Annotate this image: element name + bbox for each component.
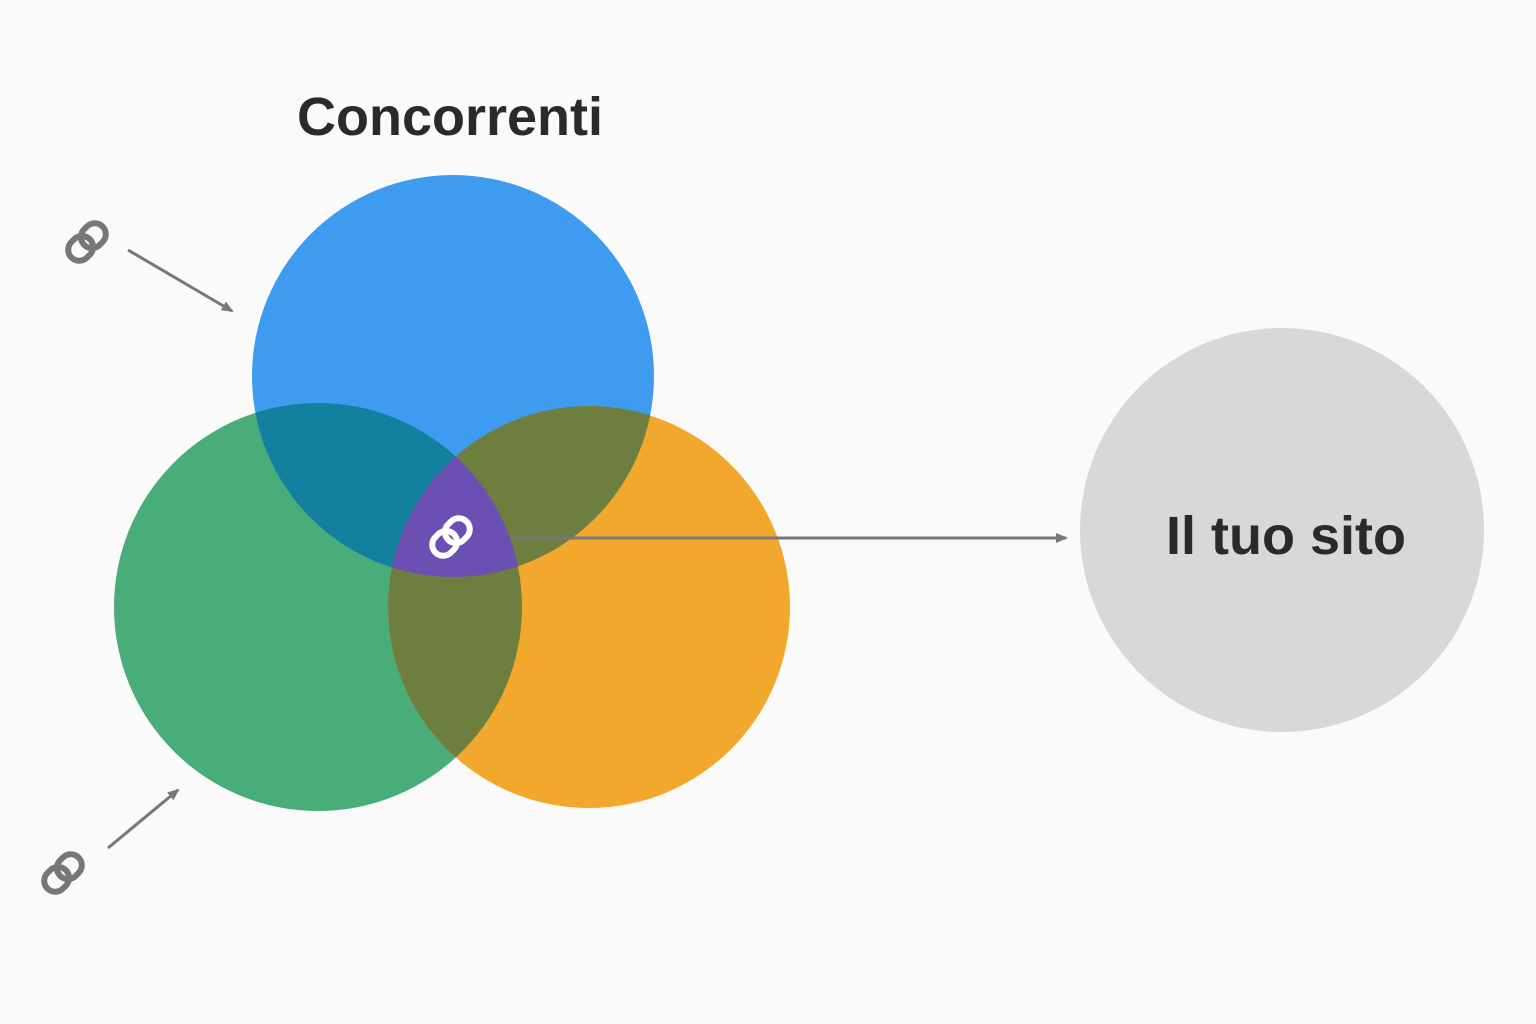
target-site-circle bbox=[1080, 328, 1484, 732]
link-icon bbox=[64, 219, 111, 266]
top-link-arrow bbox=[127, 248, 234, 313]
link-icon bbox=[40, 850, 87, 897]
diagram-title: Concorrenti bbox=[297, 87, 603, 147]
target-site-label: Il tuo sito bbox=[1166, 506, 1406, 566]
center-overlap bbox=[388, 406, 522, 577]
bottom-link-arrow bbox=[107, 788, 180, 850]
center-overlap-group bbox=[388, 406, 522, 577]
